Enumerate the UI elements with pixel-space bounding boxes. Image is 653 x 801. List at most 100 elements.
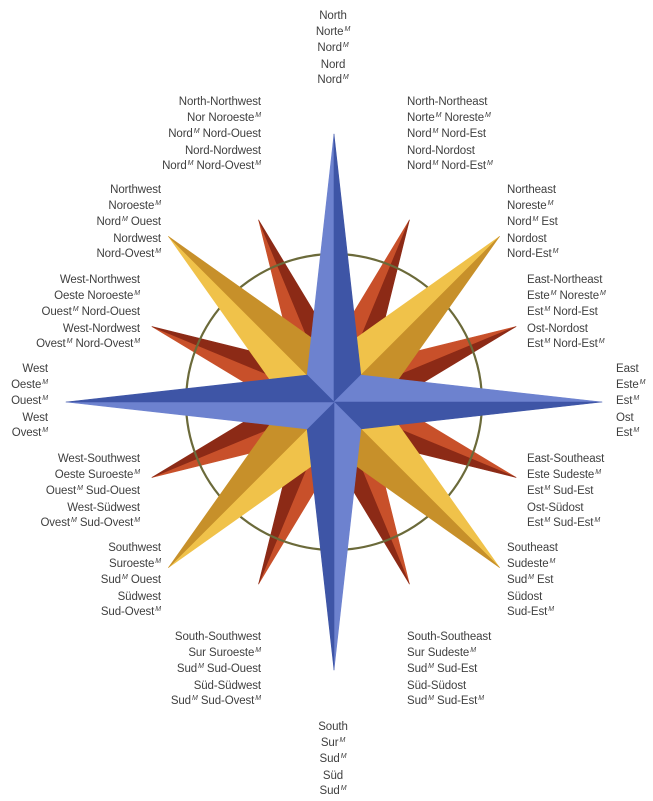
label-line: EstM: [616, 394, 645, 411]
label-line: OesteM: [11, 378, 48, 395]
point-w-light-face: [66, 402, 334, 429]
label-line: West: [11, 411, 48, 427]
label-line: Este SudesteM: [527, 468, 604, 485]
label-line: Nor NoroesteM: [162, 111, 261, 128]
label-line: OvestM Sud-OvestM: [40, 516, 140, 533]
label-line: Südost: [507, 590, 558, 606]
label-line: EstM Nord-Est: [527, 305, 606, 322]
label-line: Sud-EstM: [507, 605, 558, 622]
label-line: EstM Sud-Est: [527, 484, 604, 501]
label-line: OuestM: [11, 394, 48, 411]
label-line: NordM Nord-Est: [407, 127, 493, 144]
label-line: OuestM Nord-Ouest: [36, 305, 140, 322]
label-line: East: [616, 362, 645, 378]
label-line: SudM Est: [507, 573, 558, 590]
label-line: NorteM: [283, 25, 383, 42]
label-line: NoroesteM: [96, 199, 161, 216]
label-line: West: [11, 362, 48, 378]
label-line: Sur SudesteM: [407, 646, 491, 663]
label-line: Nord-Nordwest: [162, 144, 261, 160]
label-line: NordM Nord-OvestM: [162, 159, 261, 176]
label-line: Oeste SuroesteM: [40, 468, 140, 485]
label-line: Süd-Südwest: [171, 679, 261, 695]
label-line: EsteM: [616, 378, 645, 395]
label-line: SudM Ouest: [101, 573, 161, 590]
label-line: Nord-OvestM: [96, 247, 161, 264]
label-line: Sur SuroesteM: [171, 646, 261, 663]
label-line: EstM Nord-EstM: [527, 337, 606, 354]
point-n-light-face: [307, 134, 334, 402]
label-line: SudM Sud-Est: [407, 662, 491, 679]
label-line: West-Südwest: [40, 501, 140, 517]
label-line: Southwest: [101, 541, 161, 557]
label-line: OvestM Nord-OvestM: [36, 337, 140, 354]
label-line: NordM: [283, 41, 383, 58]
label-line: Sud-OvestM: [101, 605, 161, 622]
label-line: South-Southwest: [171, 630, 261, 646]
point-w-dark-face: [66, 375, 334, 402]
label-line: Nordost: [507, 232, 558, 248]
label-line: OvestM: [11, 426, 48, 443]
label-line: NordM Est: [507, 215, 558, 232]
label-line: SudM Sud-OvestM: [171, 694, 261, 711]
label-line: NoresteM: [507, 199, 558, 216]
label-line: Southeast: [507, 541, 558, 557]
label-line: NordM: [283, 73, 383, 90]
label-line: OuestM Sud-Ouest: [40, 484, 140, 501]
label-line: NordM Nord-EstM: [407, 159, 493, 176]
label-line: West-Southwest: [40, 452, 140, 468]
label-line: Northeast: [507, 183, 558, 199]
label-line: South: [283, 720, 383, 736]
label-line: EsteM NoresteM: [527, 289, 606, 306]
label-line: NorteM NoresteM: [407, 111, 493, 128]
label-line: Süd: [283, 769, 383, 785]
label-line: North-Northeast: [407, 95, 493, 111]
label-line: West-Northwest: [36, 273, 140, 289]
label-line: East-Northeast: [527, 273, 606, 289]
label-line: Ost-Südost: [527, 501, 604, 517]
label-line: South-Southeast: [407, 630, 491, 646]
label-line: Northwest: [96, 183, 161, 199]
label-line: SuroesteM: [101, 557, 161, 574]
label-line: Nordwest: [96, 232, 161, 248]
label-line: NordM Ouest: [96, 215, 161, 232]
point-s-light-face: [334, 402, 361, 670]
label-line: EstM Sud-EstM: [527, 516, 604, 533]
point-s-dark-face: [307, 402, 334, 670]
label-line: EstM: [616, 426, 645, 443]
label-line: SudM: [283, 784, 383, 801]
label-line: SurM: [283, 736, 383, 753]
label-line: Nord-Nordost: [407, 144, 493, 160]
label-line: Nord-EstM: [507, 247, 558, 264]
label-line: East-Southeast: [527, 452, 604, 468]
label-line: West-Nordwest: [36, 322, 140, 338]
label-line: SudM Sud-EstM: [407, 694, 491, 711]
label-line: Südwest: [101, 590, 161, 606]
label-line: North: [283, 9, 383, 25]
label-line: Nord: [283, 58, 383, 74]
label-line: Süd-Südost: [407, 679, 491, 695]
label-line: Oeste NoroesteM: [36, 289, 140, 306]
label-line: SudesteM: [507, 557, 558, 574]
point-e-light-face: [334, 375, 602, 402]
label-line: Ost-Nordost: [527, 322, 606, 338]
label-line: Ost: [616, 411, 645, 427]
label-line: NordM Nord-Ouest: [162, 127, 261, 144]
